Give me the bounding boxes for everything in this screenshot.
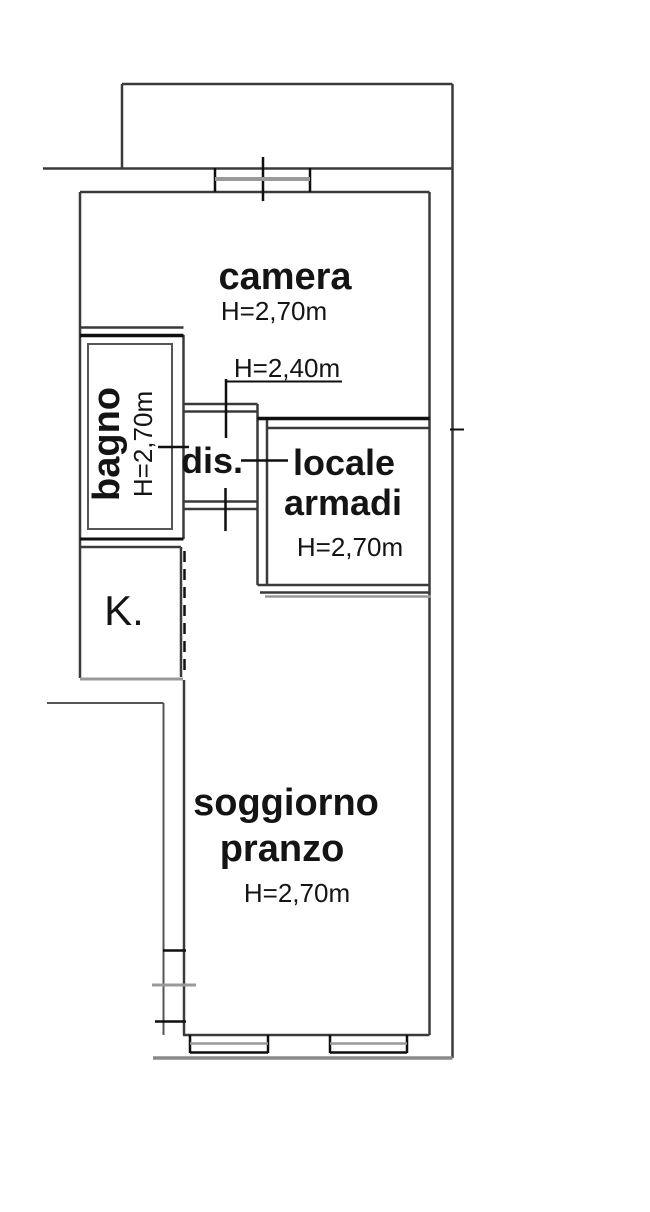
locale-armadi-label-line2: armadi bbox=[283, 482, 403, 523]
locale-armadi-height-label: H=2,70m bbox=[296, 532, 404, 562]
camera-height-label: H=2,70m bbox=[220, 296, 328, 326]
lowered-ceiling-label: H=2,40m bbox=[233, 353, 341, 383]
wall-lines bbox=[43, 82, 454, 1058]
kitchen-room-label: K. bbox=[104, 587, 144, 634]
locale-armadi-label-line1: locale bbox=[292, 442, 396, 483]
bold-wall-lines bbox=[80, 333, 430, 421]
disimpegno-room-label: dis. bbox=[180, 440, 244, 481]
bagno-height-label: H=2,70m bbox=[128, 390, 158, 498]
thin-lines bbox=[47, 343, 173, 1035]
soggiorno-label-line1: soggiorno bbox=[193, 782, 379, 824]
bagno-room-label: bagno bbox=[86, 387, 128, 501]
soggiorno-height-label: H=2,70m bbox=[243, 878, 351, 908]
camera-room-label: camera bbox=[218, 256, 352, 298]
soggiorno-label-line2: pranzo bbox=[219, 828, 345, 870]
